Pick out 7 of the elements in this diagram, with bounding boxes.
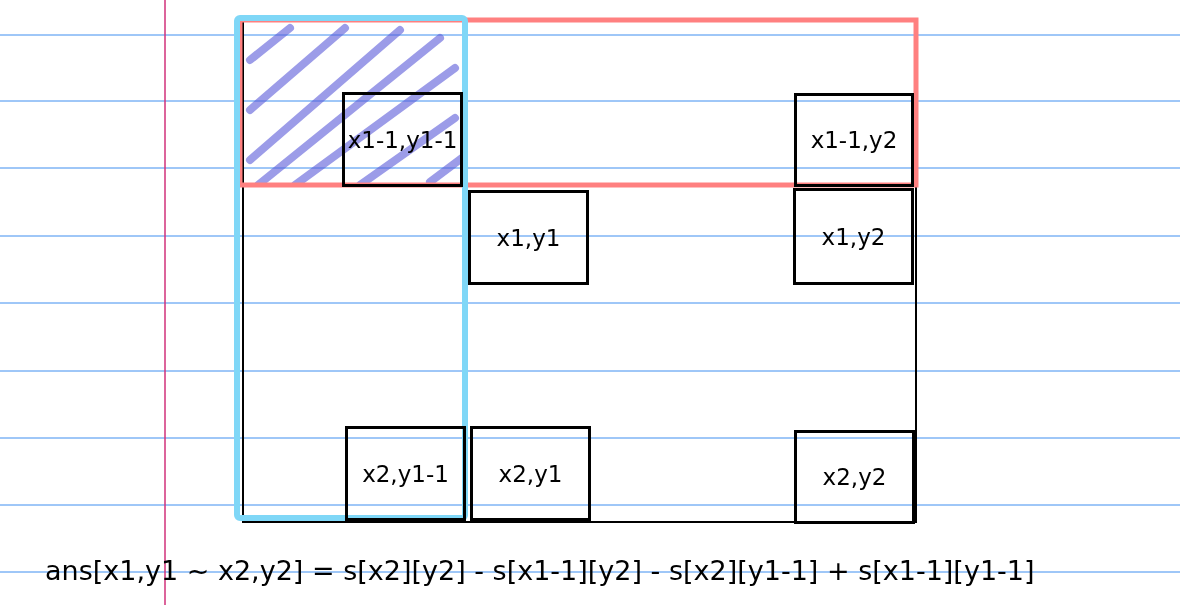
grid-cell: x1,y1 [468,190,589,285]
grid-cell: x1,y2 [793,188,914,285]
grid-cell: x1-1,y1-1 [342,92,463,187]
grid-cell: x2,y2 [794,430,915,524]
grid-cell: x2,y1-1 [345,426,466,521]
grid-cell: x1-1,y2 [794,93,914,187]
grid-cell: x2,y1 [470,426,591,521]
